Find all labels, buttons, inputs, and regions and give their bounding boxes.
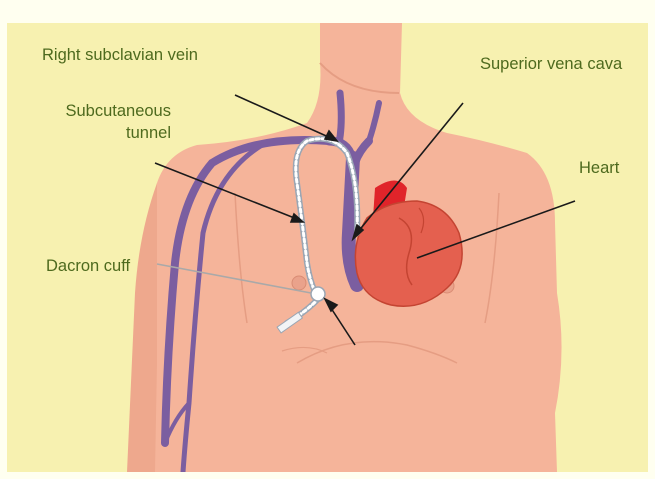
anatomy-illustration [7,23,648,472]
label-subcutaneous-tunnel-line1: Subcutaneous [31,101,171,121]
label-subcutaneous-tunnel-line2: tunnel [31,123,171,143]
label-superior-vena-cava: Superior vena cava [480,54,622,74]
label-right-subclavian-vein: Right subclavian vein [42,45,198,65]
left-nipple [292,276,306,290]
label-heart: Heart [579,158,619,178]
dacron-cuff [311,287,325,301]
label-dacron-cuff: Dacron cuff [46,256,130,276]
illustration-panel: Right subclavian vein Superior vena cava… [7,23,648,472]
